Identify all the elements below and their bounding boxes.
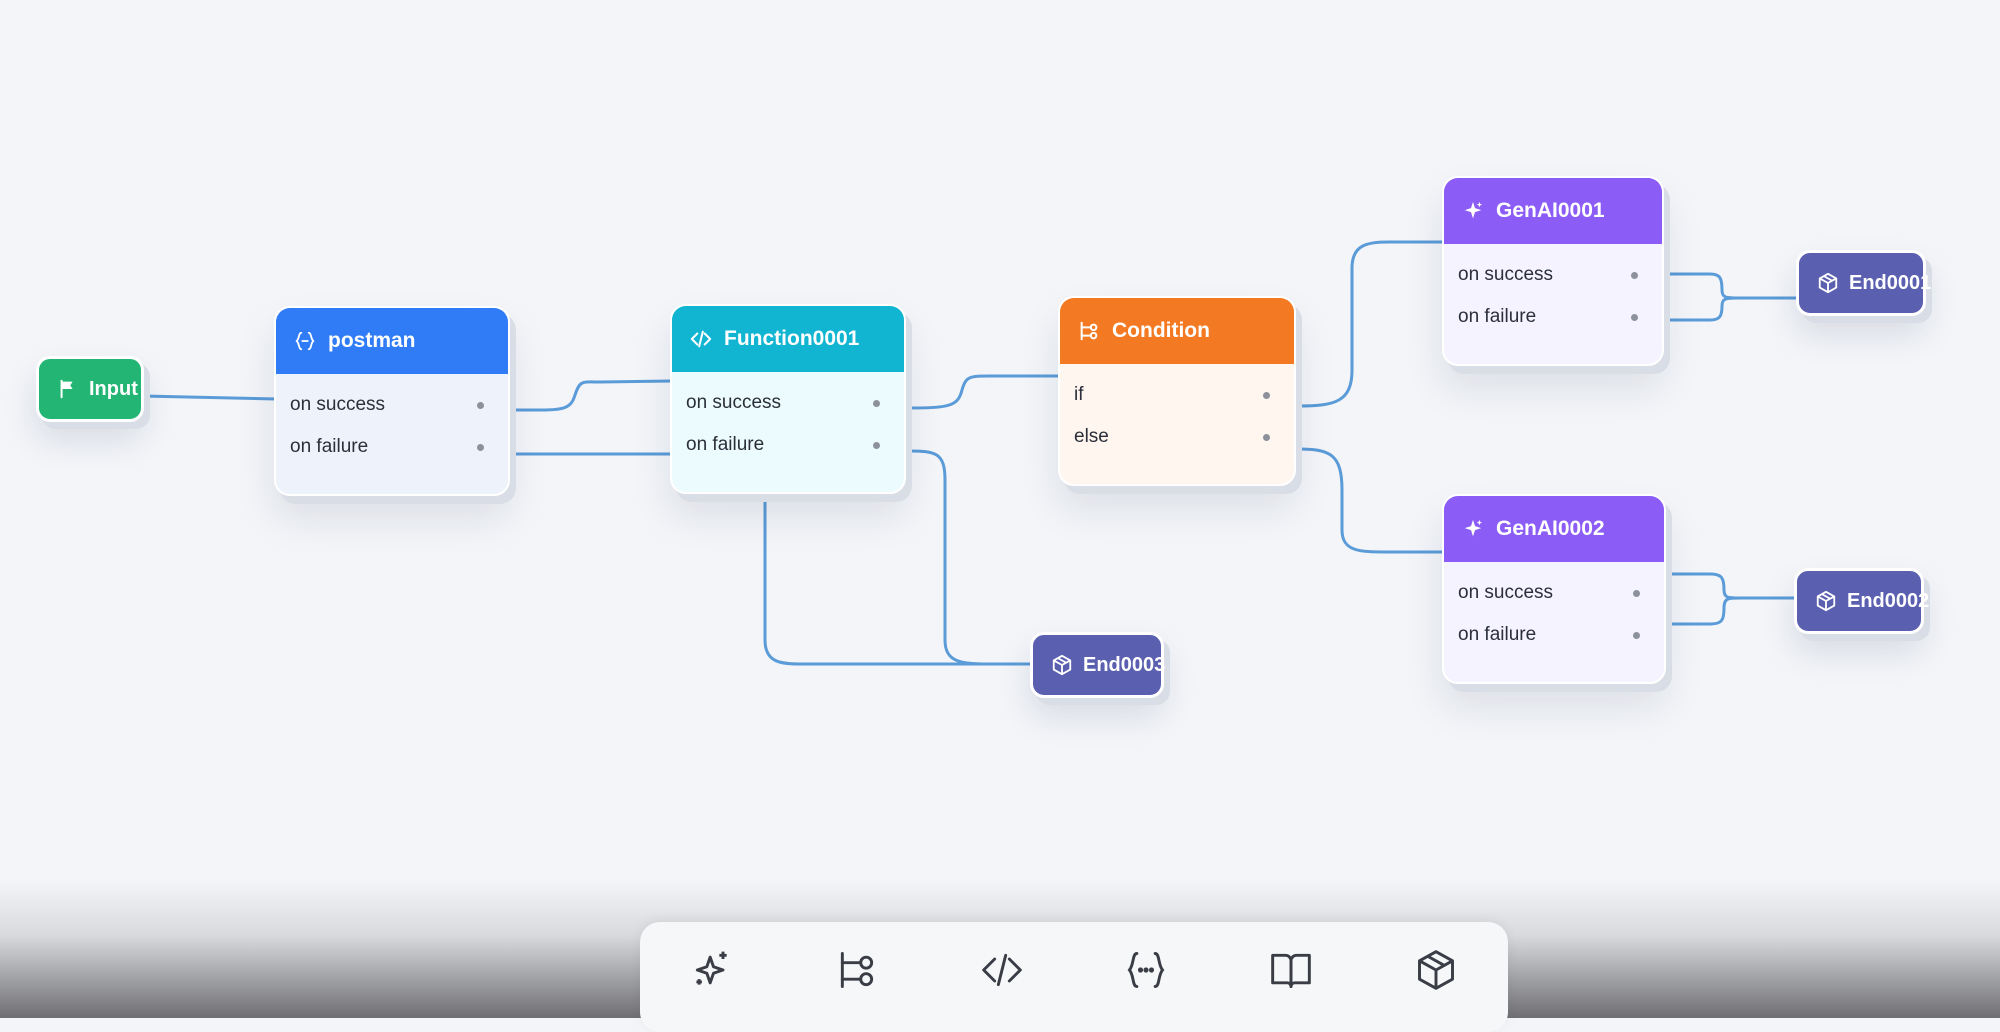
postman-on-success-port[interactable] [477, 401, 484, 409]
genai0002-on-success-row: on success [1444, 572, 1664, 614]
postman-node[interactable]: postman on success on failure [274, 306, 510, 496]
genai0002-on-failure-port[interactable] [1633, 631, 1640, 639]
edge-genai1-success-end1 [1664, 272, 1800, 300]
genai0002-node[interactable]: GenAI0002 on success on failure [1442, 494, 1666, 684]
function0001-node-title: Function0001 [724, 327, 860, 350]
sparkle-icon [1464, 519, 1483, 537]
genai0002-on-failure-row: on failure [1444, 614, 1664, 656]
postman-on-success-row: on success [276, 384, 508, 426]
condition-node[interactable]: Condition if else [1058, 296, 1296, 486]
postman-on-failure-label: on failure [290, 436, 369, 457]
genai0001-node-title: GenAI0001 [1496, 199, 1605, 222]
box-icon [1052, 654, 1072, 676]
postman-on-success-label: on success [290, 394, 386, 415]
condition-else-row: else [1060, 416, 1294, 458]
sparkle-icon [696, 951, 727, 985]
function0001-on-success-row: on success [672, 382, 904, 424]
edge-function-success-condition [906, 374, 1062, 410]
edge-genai1-failure-end1 [1664, 296, 1800, 322]
edge-condition-if-genai1 [1296, 240, 1446, 408]
edge-genai2-failure-end2 [1664, 596, 1798, 626]
genai0001-node-header[interactable]: GenAI0001 [1444, 178, 1662, 244]
condition-if-label: if [1074, 384, 1084, 405]
function0001-node[interactable]: Function0001 on success on failure [670, 304, 906, 494]
branch-icon [1080, 321, 1098, 341]
condition-if-port[interactable] [1263, 391, 1270, 399]
genai0001-node[interactable]: GenAI0001 on success on failure [1442, 176, 1664, 366]
condition-else-label: else [1074, 426, 1109, 447]
add-end-button[interactable] [1391, 948, 1481, 992]
function0001-on-failure-row: on failure [672, 424, 904, 466]
end0003-node-label: End0003 [1083, 653, 1166, 676]
flag-icon [60, 379, 73, 399]
box-icon [1816, 590, 1836, 612]
condition-node-title: Condition [1112, 319, 1210, 342]
edge-function-bottom-end3 [763, 484, 1034, 666]
function0001-on-success-port[interactable] [873, 399, 880, 407]
genai0002-node-header[interactable]: GenAI0002 [1444, 496, 1664, 562]
condition-if-row: if [1060, 374, 1294, 416]
box-icon [1417, 950, 1454, 990]
condition-node-header[interactable]: Condition [1060, 298, 1294, 364]
end0002-node-label: End0002 [1847, 589, 1930, 612]
genai0001-on-failure-label: on failure [1458, 306, 1537, 327]
genai0002-on-success-label: on success [1458, 582, 1554, 603]
input-node-label: Input [89, 377, 138, 400]
genai0002-node-title: GenAI0002 [1496, 517, 1605, 540]
genai0001-on-failure-row: on failure [1444, 296, 1662, 338]
postman-on-failure-row: on failure [276, 426, 508, 468]
edge-condition-else-genai2 [1296, 447, 1446, 554]
end0001-node-label: End0001 [1849, 271, 1932, 294]
add-condition-button[interactable] [812, 948, 902, 992]
code-icon [690, 330, 712, 348]
input-node[interactable]: Input [36, 356, 144, 422]
branch-icon [840, 952, 874, 988]
edge-genai2-success-end2 [1664, 572, 1798, 600]
api-braces-icon [295, 331, 315, 351]
function0001-on-failure-label: on failure [686, 434, 765, 455]
add-function-button[interactable] [957, 948, 1047, 992]
edge-postman-success-function [510, 379, 674, 412]
postman-node-title: postman [328, 329, 416, 352]
genai0001-on-failure-port[interactable] [1631, 313, 1638, 321]
end0002-node[interactable]: End0002 [1794, 568, 1929, 634]
function0001-on-failure-port[interactable] [873, 441, 880, 449]
genai0002-on-failure-label: on failure [1458, 624, 1537, 645]
postman-on-failure-port[interactable] [477, 443, 484, 451]
end0001-node[interactable]: End0001 [1796, 250, 1931, 316]
box-icon [1818, 272, 1838, 294]
end0003-node[interactable]: End0003 [1030, 632, 1166, 698]
condition-else-port[interactable] [1263, 433, 1270, 441]
code-icon [981, 953, 1022, 987]
add-api-button[interactable] [1101, 948, 1191, 992]
add-knowledge-button[interactable] [1246, 948, 1336, 992]
genai0001-on-success-label: on success [1458, 264, 1554, 285]
sparkle-icon [1464, 201, 1483, 219]
postman-node-header[interactable]: postman [276, 308, 508, 374]
function0001-on-success-label: on success [686, 392, 782, 413]
node-palette-toolbar [640, 922, 1508, 1032]
api-braces-icon [1127, 952, 1165, 988]
function0001-node-header[interactable]: Function0001 [672, 306, 904, 372]
book-icon [1271, 953, 1311, 988]
genai0001-on-success-port[interactable] [1631, 271, 1638, 279]
genai0001-on-success-row: on success [1444, 254, 1662, 296]
edge-function-failure-end3 [906, 449, 1034, 666]
edge-input-postman [140, 394, 278, 401]
genai0002-on-success-port[interactable] [1633, 589, 1640, 597]
add-genai-button[interactable] [667, 948, 757, 992]
